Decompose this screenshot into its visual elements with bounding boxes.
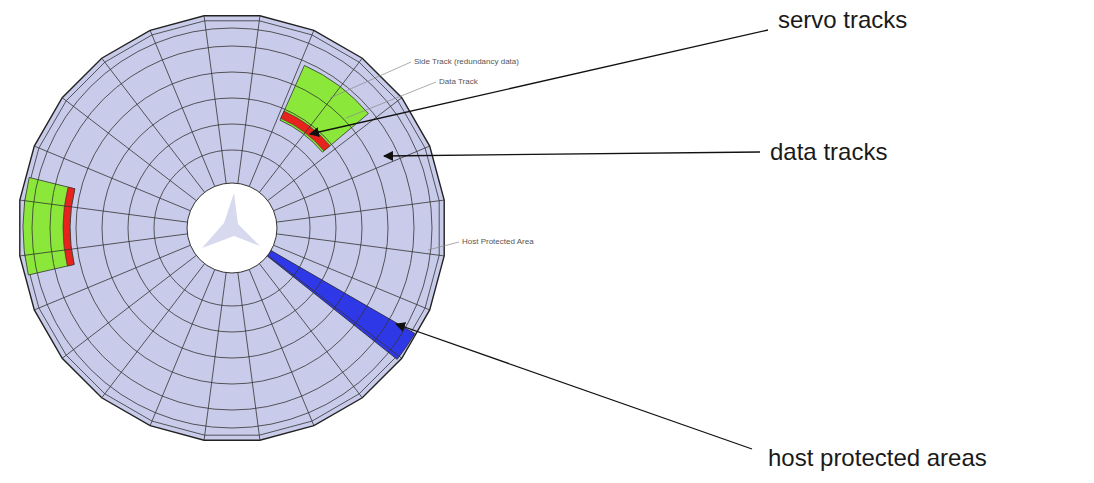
spindle-hub [187, 183, 277, 273]
sector-line [62, 98, 196, 201]
sector-line [238, 16, 260, 184]
sector-line [277, 200, 445, 222]
track-ring [50, 46, 414, 410]
sector-line [20, 234, 188, 256]
callout-label: data tracks [770, 138, 887, 166]
hub-shading [202, 193, 260, 248]
region-label: Side Track (redundancy data) [414, 57, 519, 66]
sector-line [20, 200, 188, 222]
servo-track [63, 187, 75, 266]
track-ring [128, 124, 336, 332]
sector-line [204, 16, 226, 184]
region-label: Host Protected Area [462, 237, 534, 246]
host-protected-area [267, 251, 415, 360]
platter-outline [20, 16, 444, 440]
track-ring [76, 72, 388, 384]
leader-lines [310, 30, 768, 449]
leader-line [330, 62, 411, 98]
callout-label: host protected areas [768, 444, 987, 472]
track-ring [154, 150, 310, 306]
sector-line [249, 270, 314, 426]
leader-line [384, 152, 760, 156]
sector-line [150, 30, 215, 186]
data-track-sector [280, 65, 368, 152]
sector-line [102, 264, 205, 398]
region-label: Data Track [439, 77, 478, 86]
track-ring [102, 98, 362, 358]
sector-line [238, 273, 260, 441]
sector-line [34, 245, 190, 310]
leader-line [310, 30, 768, 134]
leader-line [428, 242, 459, 250]
track-ring [32, 28, 432, 428]
leader-line [346, 82, 436, 118]
sector-line [277, 234, 445, 256]
callout-label: servo tracks [778, 6, 907, 34]
platter-rim [25, 21, 439, 435]
sector-line [268, 255, 402, 358]
sector-line [204, 273, 226, 441]
platter [20, 16, 444, 440]
data-track-sector [23, 177, 75, 275]
leader-line [396, 324, 752, 449]
